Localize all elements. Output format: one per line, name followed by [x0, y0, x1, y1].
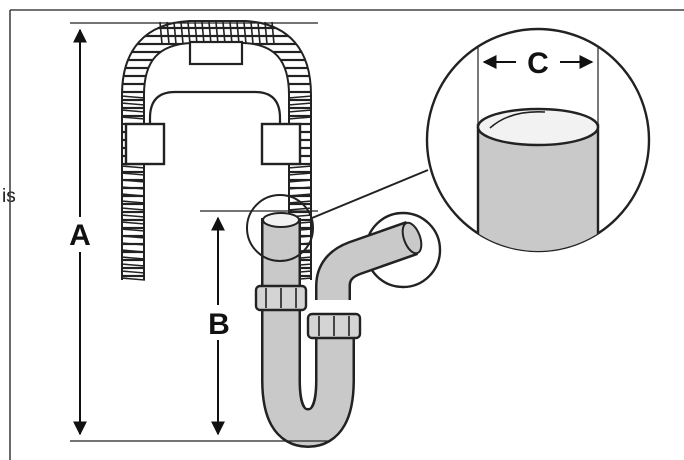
dimension-a: A	[69, 22, 330, 442]
label-b: B	[208, 308, 230, 341]
label-c: C	[527, 47, 549, 80]
hose-rib	[180, 21, 184, 45]
diagram-frame	[9, 9, 684, 460]
hose-rib	[120, 256, 146, 260]
hose-rib	[120, 263, 146, 267]
hose-rib	[287, 116, 313, 120]
hose-rib	[287, 186, 313, 190]
hose-rib	[215, 21, 219, 45]
hose-rib	[120, 235, 146, 239]
hose-rib	[236, 21, 240, 45]
hose-rib	[173, 21, 177, 45]
trap-nut-left	[254, 284, 308, 312]
hose-rib	[264, 21, 268, 45]
hose-rib	[287, 109, 313, 113]
hose-top-clip	[188, 40, 244, 66]
hose-rib	[271, 21, 275, 45]
hose-rib	[159, 21, 163, 45]
hose-rib	[120, 186, 146, 190]
detail-marker	[246, 169, 429, 262]
hose-collar-left	[124, 122, 166, 166]
hose-collar-right	[260, 122, 302, 166]
side-text: is	[2, 186, 16, 207]
hose-rib	[229, 21, 233, 45]
hose-rib	[250, 21, 254, 45]
label-a: A	[69, 219, 91, 252]
hose-rib	[120, 116, 146, 120]
hose-rib	[287, 179, 313, 183]
trap-nut-right	[306, 312, 362, 340]
hose-rib	[120, 249, 146, 253]
hose-rib	[222, 21, 226, 45]
magnifier-circle	[425, 27, 651, 253]
hose-rib	[166, 21, 170, 45]
hose-rib	[287, 193, 313, 197]
dimension-c: C	[482, 47, 594, 80]
hose-rib	[120, 172, 146, 176]
flexible-drain-hose	[120, 20, 313, 281]
hose-rib	[257, 21, 261, 45]
hose-rib	[187, 21, 191, 45]
hose-rib	[120, 228, 146, 232]
hose-rib	[120, 102, 146, 106]
hose-rib	[120, 200, 146, 204]
hose-rib	[120, 179, 146, 183]
hose-rib	[120, 242, 146, 246]
hose-rib	[287, 207, 313, 211]
dimension-b: B	[200, 210, 318, 436]
hose-rib	[120, 165, 146, 169]
hose-rib	[120, 207, 146, 211]
hose-rib	[194, 21, 198, 45]
hose-rib	[120, 221, 146, 225]
hose-rib	[120, 270, 146, 274]
hose-rib	[208, 21, 212, 45]
hose-rib	[201, 21, 205, 45]
hose-rib	[120, 193, 146, 197]
hose-rib	[287, 102, 313, 106]
hose-rib	[287, 95, 313, 99]
p-trap	[254, 212, 423, 449]
hose-rib	[120, 214, 146, 218]
hose-rib	[120, 109, 146, 113]
hose-rib	[287, 165, 313, 169]
hose-rib	[287, 172, 313, 176]
hose-rib	[120, 277, 146, 281]
hose-rib	[243, 21, 247, 45]
hose-rib	[120, 95, 146, 99]
